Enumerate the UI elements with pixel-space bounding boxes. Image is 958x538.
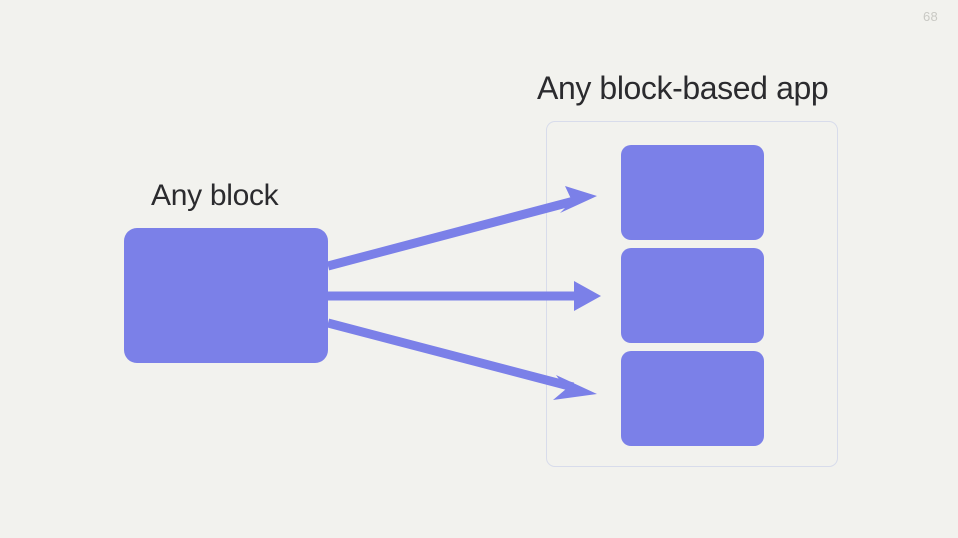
app-block-3[interactable] xyxy=(621,351,764,446)
app-container-title: Any block-based app xyxy=(537,70,829,106)
source-block-any-block[interactable] xyxy=(124,228,328,363)
app-block-2[interactable] xyxy=(621,248,764,343)
source-block-label: Any block xyxy=(151,179,279,212)
app-block-1[interactable] xyxy=(621,145,764,240)
page-number: 68 xyxy=(922,9,938,24)
